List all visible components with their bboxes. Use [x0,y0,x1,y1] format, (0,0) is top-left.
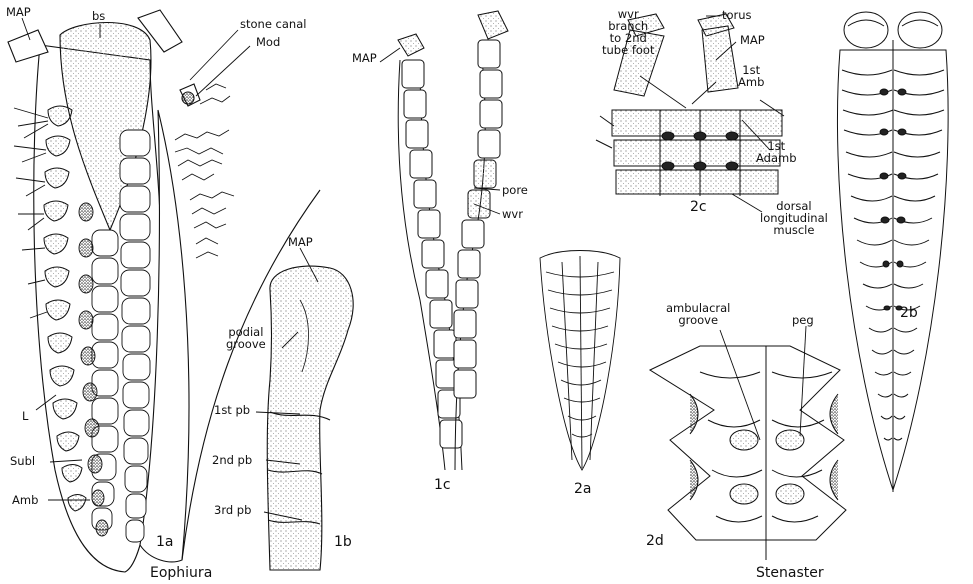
amb-label-1a: Amb [12,494,38,506]
figure-2d-ambulacral-detail [650,346,846,560]
peg-label: peg [792,314,814,326]
l-label: L [22,410,28,422]
genus-eophiura: Eophiura [150,566,212,581]
ambulacral-groove-label: ambulacral groove [666,302,730,326]
figure-number-2c: 2c [690,200,707,215]
map-label-1b: MAP [288,236,313,248]
second-pb-label: 2nd pb [212,454,252,466]
figure-number-2d: 2d [646,534,664,549]
wvr-label-1c: wvr [502,208,523,220]
stone-canal-label: stone canal [240,18,306,30]
figure-1b-detail [267,266,353,570]
figure-number-1b: 1b [334,535,352,550]
map-label-1a: MAP [6,6,31,18]
figure-2b-arm [837,12,948,492]
bs-label: bs [92,10,105,22]
figure-number-1c: 1c [434,478,451,493]
figure-1c-arm-section [398,11,508,470]
figure-number-2a: 2a [574,482,592,497]
figure-number-1a: 1a [156,535,174,550]
first-pb-label: 1st pb [214,404,250,416]
torus-label: torus [722,9,752,21]
mod-label: Mod [256,36,280,48]
first-amb-label: 1st Amb [738,64,764,88]
figure-number-2b: 2b [900,306,918,321]
podial-groove-label: podial groove [226,326,266,350]
map-label-2c: MAP [740,34,765,46]
genus-stenaster: Stenaster [756,566,824,581]
map-label-1c: MAP [352,52,377,64]
first-adamb-label: 1st Adamb [756,140,797,164]
subl-label: Subl [10,455,35,467]
pore-label: pore [502,184,528,196]
dorsal-longitudinal-muscle-label: dorsal longitudinal muscle [760,200,828,236]
wvr-branch-label: wvr branch to 2nd tube foot [602,8,654,56]
figure-2a-arm-tip [540,251,620,471]
third-pb-label: 3rd pb [214,504,251,516]
